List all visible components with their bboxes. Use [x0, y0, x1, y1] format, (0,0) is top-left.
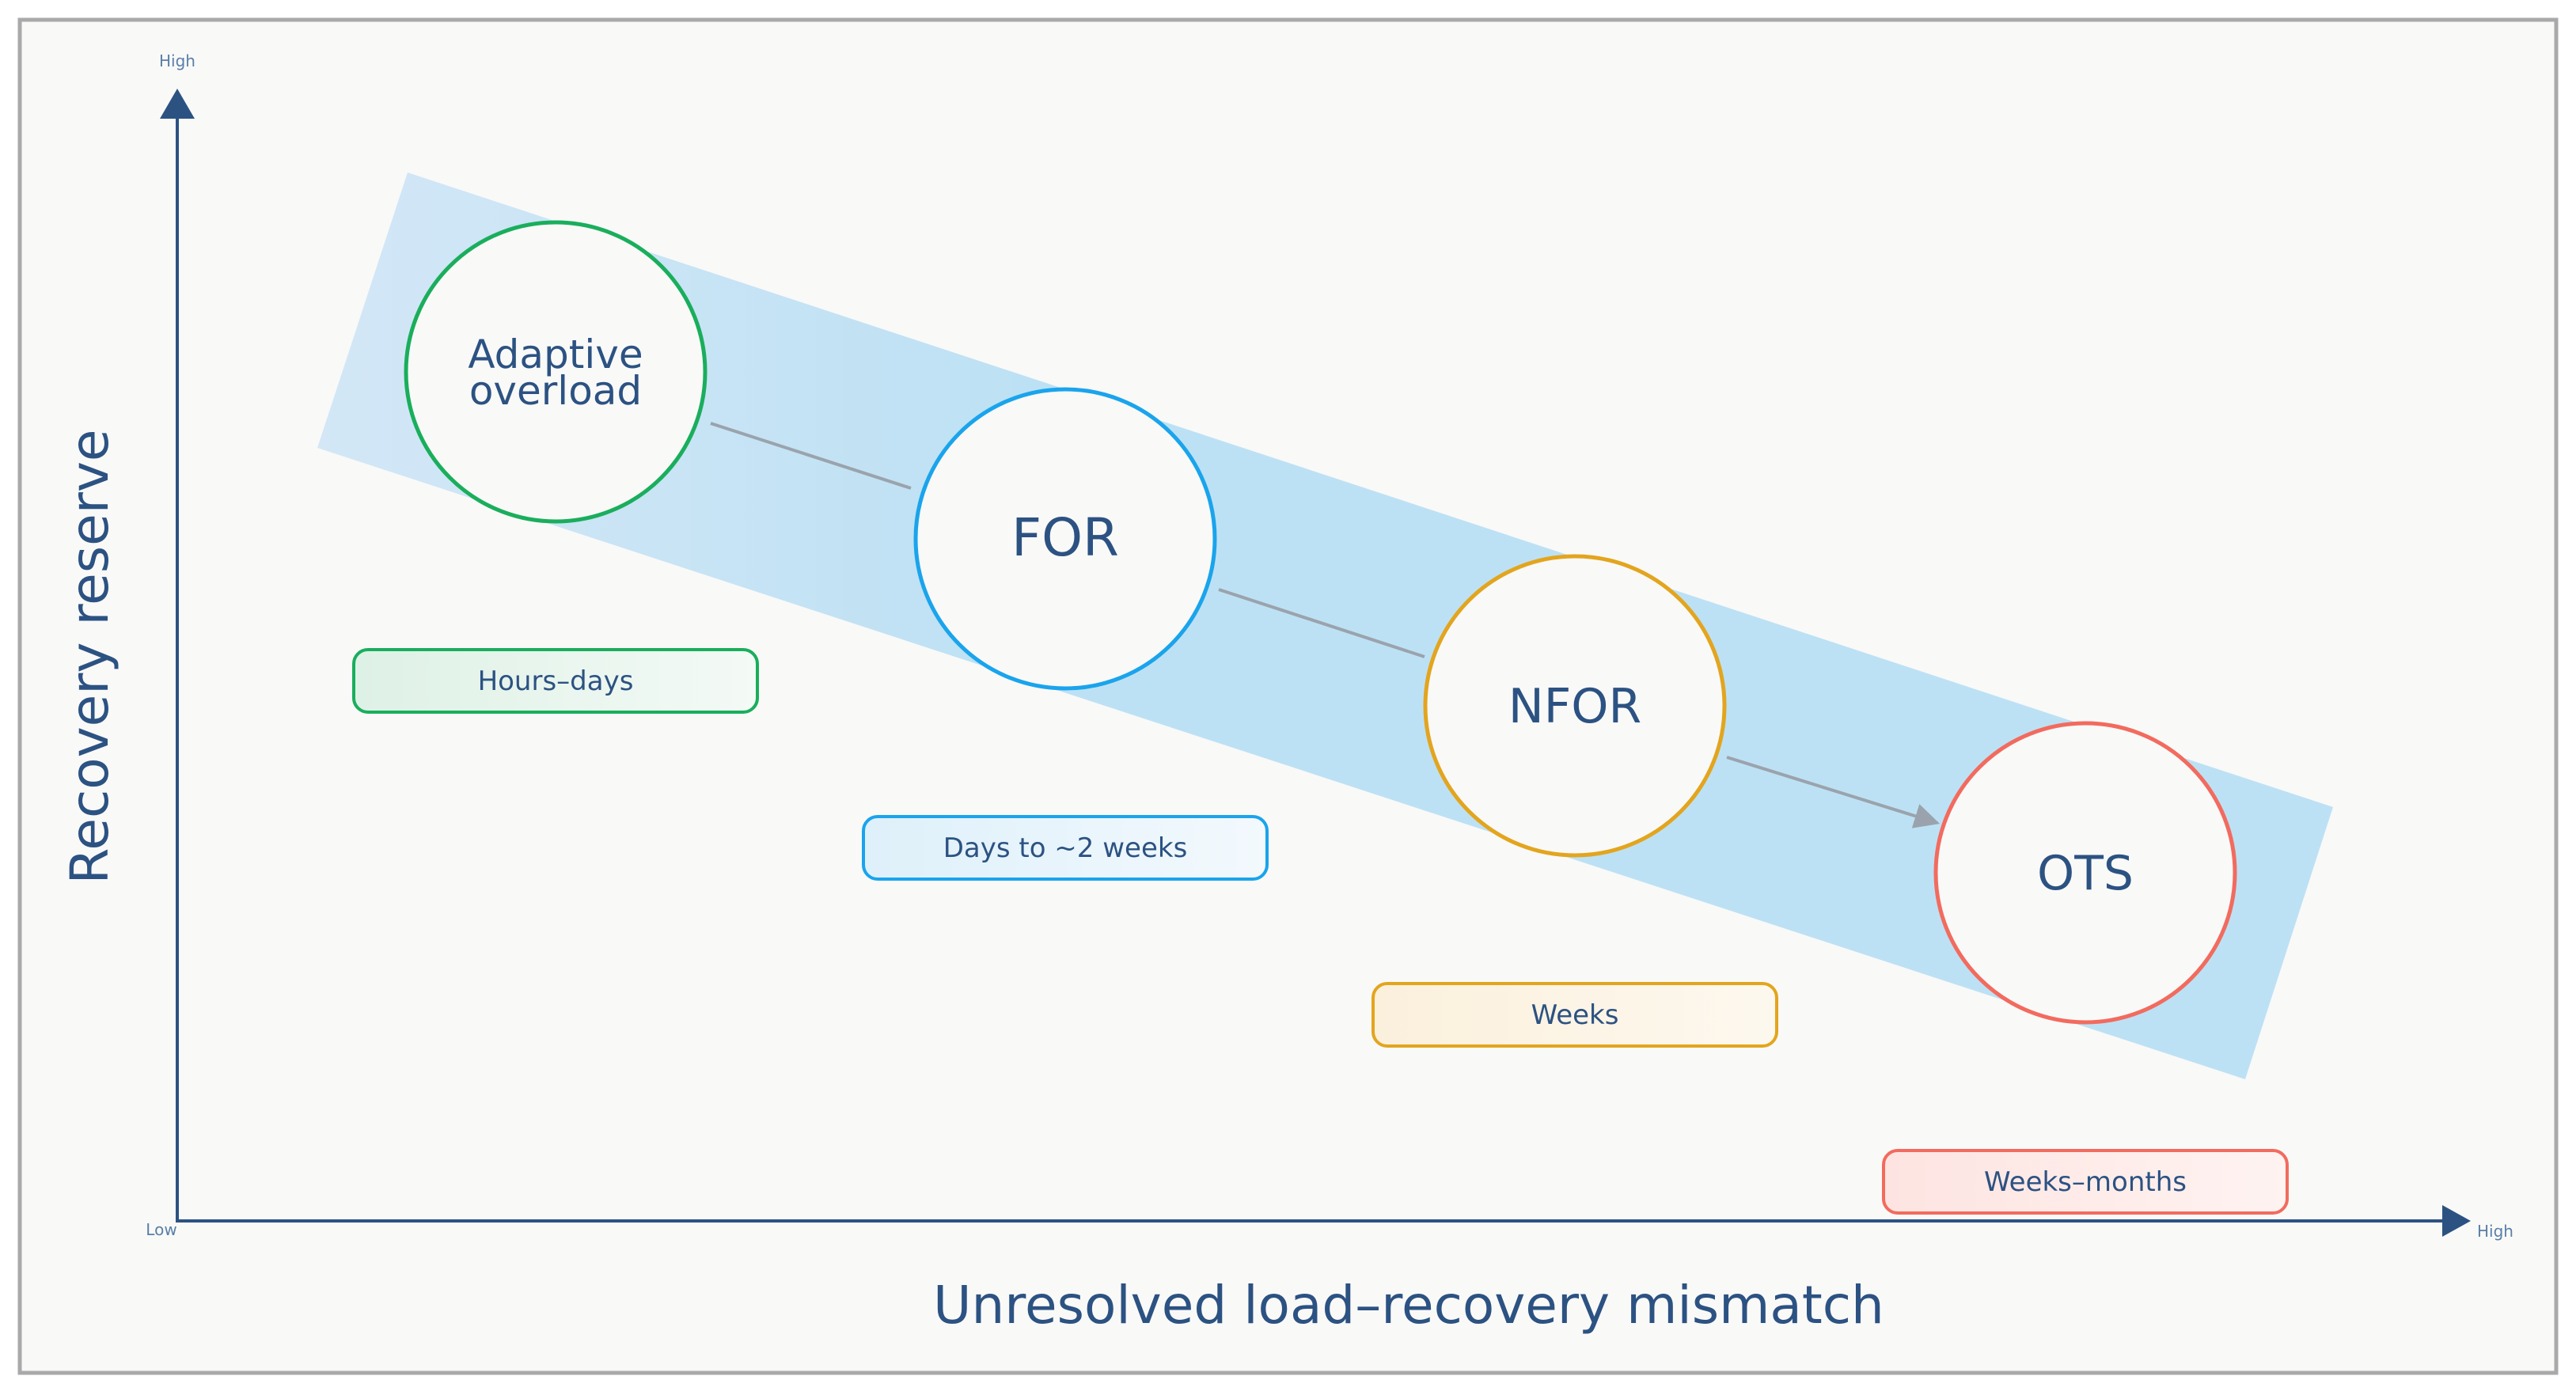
stage-circle	[404, 220, 708, 524]
stage-for: FOR	[913, 387, 1217, 691]
stage-adaptive-overload: Adaptive overload	[404, 220, 708, 524]
stage-circle	[1423, 554, 1727, 858]
duration-label: Weeks–months	[1984, 1166, 2187, 1198]
connector-nfor-to-ots	[1726, 756, 1941, 828]
duration-badge-ots: Weeks–months	[1882, 1149, 2289, 1215]
stage-nfor: NFOR	[1423, 554, 1727, 858]
connector-for-to-nfor	[1218, 588, 1425, 658]
y-axis-arrow-icon	[160, 89, 195, 119]
duration-label: Weeks	[1531, 999, 1619, 1031]
x-axis-high-label: High	[2477, 1222, 2513, 1241]
y-axis-high-label: High	[159, 51, 195, 70]
stage-label-line: Adaptive	[468, 332, 643, 377]
duration-badge-for: Days to ~2 weeks	[862, 815, 1269, 881]
duration-label: Hours–days	[478, 665, 634, 697]
stage-label-line: OTS	[2037, 846, 2134, 901]
x-axis-low-label: Low	[146, 1220, 176, 1239]
x-axis-title: Unresolved load–recovery mismatch	[933, 1275, 1884, 1336]
stage-circle	[1933, 721, 2237, 1025]
connector-adaptive-to-for	[710, 422, 912, 490]
duration-badge-nfor: Weeks	[1371, 982, 1778, 1048]
stage-ots: OTS	[1933, 721, 2237, 1025]
duration-badge-adaptive-overload: Hours–days	[352, 648, 759, 714]
stage-label-line: overload	[469, 368, 642, 414]
y-axis-title: Recovery reserve	[59, 429, 120, 884]
stage-label-line: FOR	[1011, 507, 1119, 568]
x-axis-arrow-icon	[2442, 1205, 2471, 1237]
stage-circle	[913, 387, 1217, 691]
stage-label-line: NFOR	[1508, 679, 1641, 734]
duration-label: Days to ~2 weeks	[943, 832, 1188, 864]
